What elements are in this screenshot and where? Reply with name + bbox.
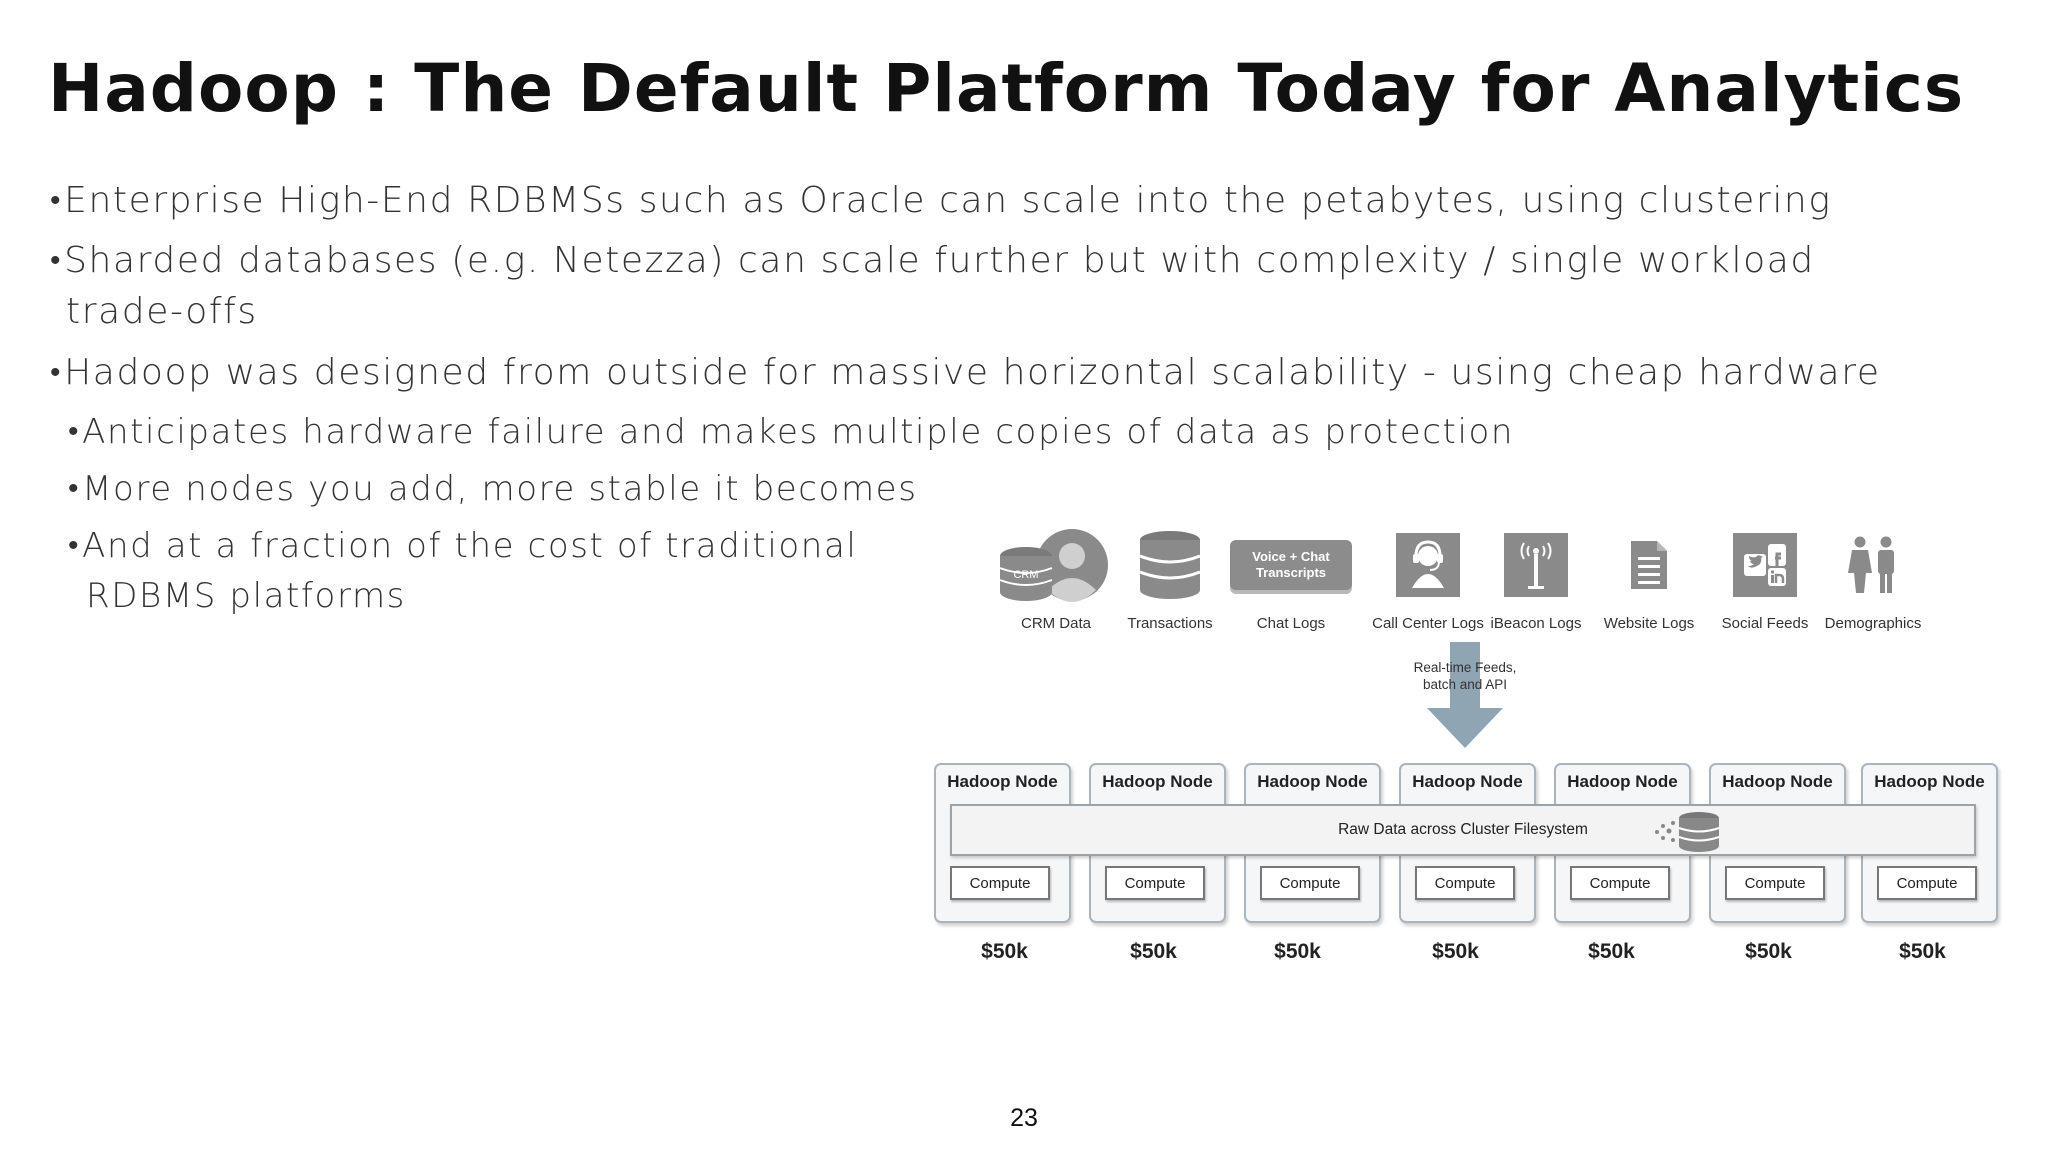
page-number: 23 (1010, 1104, 1038, 1132)
node-title: Hadoop Node (1257, 772, 1368, 791)
subbullet-continuation: RDBMS platforms (86, 576, 406, 616)
compute-box: Compute (1260, 866, 1360, 900)
node-title: Hadoop Node (1412, 772, 1523, 791)
down-arrow-icon (1427, 642, 1503, 748)
voice-badge-line: Transcripts (1255, 565, 1327, 580)
raw-data-filesystem-bar: Raw Data across Cluster Filesystem (950, 804, 1976, 856)
bullet-dot-icon: • (50, 183, 63, 218)
node-title: Hadoop Node (1102, 772, 1213, 791)
bullet-item: •Enterprise High-End RDBMSs such as Orac… (50, 180, 1832, 221)
node-title: Hadoop Node (1722, 772, 1833, 791)
data-flow-arrow: Real-time Feeds, batch and API (1405, 642, 1525, 752)
node-cost: $50k (1274, 940, 1321, 963)
node-title: Hadoop Node (947, 772, 1058, 791)
subbullet-item: •And at a fraction of the cost of tradit… (68, 526, 857, 616)
node-cost: $50k (1432, 940, 1479, 963)
compute-box: Compute (950, 866, 1050, 900)
source-chat-logs: Voice + Chat Transcripts Chat Logs (1226, 525, 1356, 632)
slide-title: Hadoop : The Default Platform Today for … (48, 50, 1965, 127)
compute-box: Compute (1725, 866, 1825, 900)
svg-text:CRM: CRM (1013, 569, 1038, 581)
node-title: Hadoop Node (1874, 772, 1985, 791)
bullet-dot-icon: • (68, 528, 81, 563)
bullet-text: Hadoop was designed from outside for mas… (64, 352, 1881, 393)
source-transactions: Transactions (1120, 525, 1220, 632)
hadoop-architecture-diagram: CRM CRM Data Transactions V (930, 525, 2000, 975)
compute-box: Compute (1570, 866, 1670, 900)
source-label: Call Center Logs (1372, 615, 1484, 632)
crm-database-person-icon: CRM (999, 529, 1108, 602)
database-icon (1139, 531, 1201, 599)
source-label: Social Feeds (1721, 615, 1809, 632)
raw-data-label: Raw Data across Cluster Filesystem (1338, 821, 1588, 838)
bullet-dot-icon: • (68, 471, 81, 506)
bullet-item: •Sharded databases (e.g. Netezza) can sc… (50, 240, 1815, 332)
source-label: iBeacon Logs (1490, 615, 1582, 632)
source-call-center-logs: Call Center Logs (1368, 525, 1488, 632)
distributed-data-icon (1655, 812, 1720, 852)
arrow-label-line: batch and API (1422, 677, 1508, 692)
compute-box: Compute (1415, 866, 1515, 900)
source-website-logs: Website Logs (1594, 525, 1704, 632)
bullet-dot-icon: • (50, 355, 63, 390)
call-center-agent-icon (1396, 533, 1460, 597)
bullet-item: •Hadoop was designed from outside for ma… (50, 352, 1881, 393)
compute-box: Compute (1105, 866, 1205, 900)
subbullet-item: •Anticipates hardware failure and makes … (68, 412, 1514, 452)
bullet-continuation: trade-offs (66, 291, 258, 332)
people-icon (1848, 536, 1894, 593)
source-crm-data: CRM CRM Data (996, 525, 1116, 632)
bullet-dot-icon: • (68, 414, 81, 449)
source-label: Chat Logs (1256, 615, 1326, 632)
node-title: Hadoop Node (1567, 772, 1678, 791)
source-label: Website Logs (1603, 615, 1695, 632)
node-cost: $50k (981, 940, 1028, 963)
source-label: Demographics (1824, 615, 1922, 632)
arrow-label: Real-time Feeds, batch and API (1405, 659, 1525, 693)
bullet-dot-icon: • (50, 243, 63, 278)
source-label: Transactions (1127, 615, 1213, 632)
subbullet-text: And at a fraction of the cost of traditi… (82, 526, 858, 566)
subbullet-text: More nodes you add, more stable it becom… (82, 469, 918, 509)
node-cost: $50k (1745, 940, 1792, 963)
subbullet-text: Anticipates hardware failure and makes m… (82, 412, 1515, 452)
source-label: CRM Data (1020, 615, 1091, 632)
node-cost: $50k (1588, 940, 1635, 963)
document-icon (1631, 541, 1667, 589)
social-media-icon (1733, 533, 1797, 597)
ibeacon-tower-icon (1504, 533, 1568, 597)
node-cost: $50k (1130, 940, 1177, 963)
arrow-label-line: Real-time Feeds, (1413, 660, 1517, 675)
bullet-text: Sharded databases (e.g. Netezza) can sca… (64, 240, 1815, 281)
source-social-feeds: Social Feeds (1710, 525, 1820, 632)
compute-box: Compute (1877, 866, 1977, 900)
source-ibeacon-logs: iBeacon Logs (1481, 525, 1591, 632)
source-demographics: Demographics (1816, 525, 1930, 632)
node-cost: $50k (1899, 940, 1946, 963)
voice-badge-line: Voice + Chat (1252, 549, 1330, 564)
voice-chat-transcripts-icon: Voice + Chat Transcripts (1230, 540, 1352, 590)
subbullet-item: •More nodes you add, more stable it beco… (68, 469, 918, 509)
bullet-text: Enterprise High-End RDBMSs such as Oracl… (64, 180, 1832, 221)
